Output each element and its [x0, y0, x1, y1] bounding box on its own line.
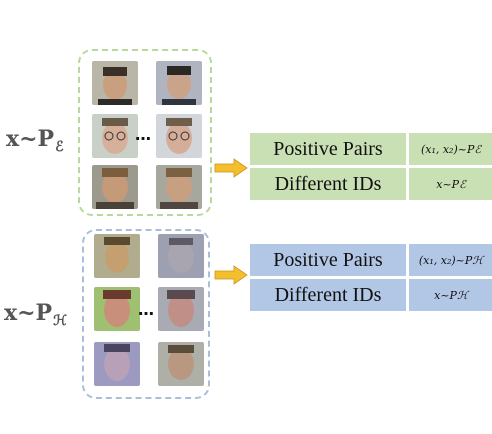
different-ids-formula: x~Pℰ: [409, 168, 492, 200]
face-thumbnail: [156, 165, 202, 209]
label-subscript: ℋ: [53, 313, 67, 329]
positive-pairs-formula: (x₁, x₂)~Pℰ: [409, 133, 492, 165]
face-thumbnail: [92, 61, 138, 105]
face-thumbnail: [156, 114, 202, 158]
different-ids-formula: x~Pℋ: [409, 279, 492, 311]
face-thumbnail: [158, 234, 204, 278]
label-subscript: ℰ: [55, 139, 64, 155]
arrow-h-icon: [214, 265, 248, 285]
group-box-h: [82, 229, 210, 399]
table-h: Positive Pairs (x₁, x₂)~Pℋ Different IDs…: [250, 244, 492, 311]
label-main: x~P: [4, 300, 53, 326]
label-main: x~P: [6, 126, 55, 152]
face-thumbnail: [94, 342, 140, 386]
positive-pairs-cell: Positive Pairs: [250, 244, 406, 276]
table-e: Positive Pairs (x₁, x₂)~Pℰ Different IDs…: [250, 133, 492, 200]
face-thumbnail: [94, 234, 140, 278]
face-thumbnail: [158, 342, 204, 386]
positive-pairs-cell: Positive Pairs: [250, 133, 406, 165]
positive-pairs-formula: (x₁, x₂)~Pℋ: [409, 244, 492, 276]
distribution-label-h: x~Pℋ: [4, 300, 67, 328]
different-ids-cell: Different IDs: [250, 168, 406, 200]
face-thumbnail: [94, 287, 140, 331]
face-thumbnail: [92, 114, 138, 158]
ellipsis-e: …: [135, 125, 151, 144]
group-box-e: [78, 49, 212, 216]
face-thumbnail: [156, 61, 202, 105]
ellipsis-h: …: [138, 300, 154, 319]
face-thumbnail: [158, 287, 204, 331]
arrow-e-icon: [214, 158, 248, 178]
face-thumbnail: [92, 165, 138, 209]
distribution-label-e: x~Pℰ: [6, 126, 64, 154]
different-ids-cell: Different IDs: [250, 279, 406, 311]
